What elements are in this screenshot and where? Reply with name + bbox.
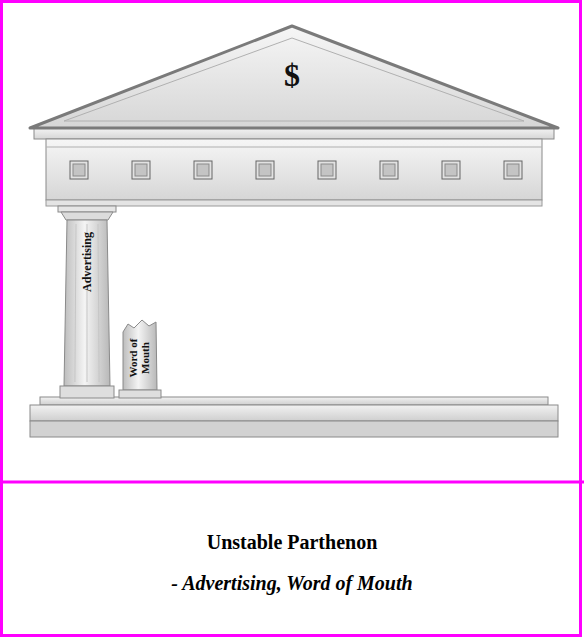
window-square	[256, 161, 274, 179]
column-base	[60, 386, 114, 398]
window-square	[504, 161, 522, 179]
column-flute	[98, 224, 99, 382]
window-square	[70, 161, 88, 179]
window-square	[442, 161, 460, 179]
top-step	[40, 397, 548, 405]
window-square	[194, 161, 212, 179]
column-label: Word of Mouth	[128, 335, 151, 381]
column-base	[119, 390, 161, 398]
diagram-caption: - Advertising, Word of Mouth	[0, 572, 584, 595]
column-abacus	[58, 206, 116, 212]
middle-step	[30, 405, 558, 421]
column-node: Advertising	[58, 206, 116, 398]
window-square	[380, 161, 398, 179]
diagram-title: Unstable Parthenon	[0, 531, 584, 554]
architrave-band	[46, 200, 542, 206]
column-flute	[75, 224, 76, 382]
column-capital	[61, 212, 113, 220]
column-shaft	[64, 220, 110, 386]
entablature	[46, 139, 542, 200]
window-square	[132, 161, 150, 179]
window-row	[70, 161, 522, 179]
window-square	[318, 161, 336, 179]
entablature-line	[46, 147, 542, 148]
pediment-inner-line	[64, 38, 524, 121]
bottom-step	[30, 421, 558, 437]
panel-divider	[0, 481, 584, 484]
pediment-shape	[30, 26, 558, 128]
broken-column-shaft	[123, 320, 157, 390]
broken-column-node: Word of Mouth	[118, 318, 162, 398]
dollar-sign: $	[284, 59, 300, 93]
pediment-node: $	[30, 24, 558, 130]
column-label: Advertising	[81, 232, 94, 292]
